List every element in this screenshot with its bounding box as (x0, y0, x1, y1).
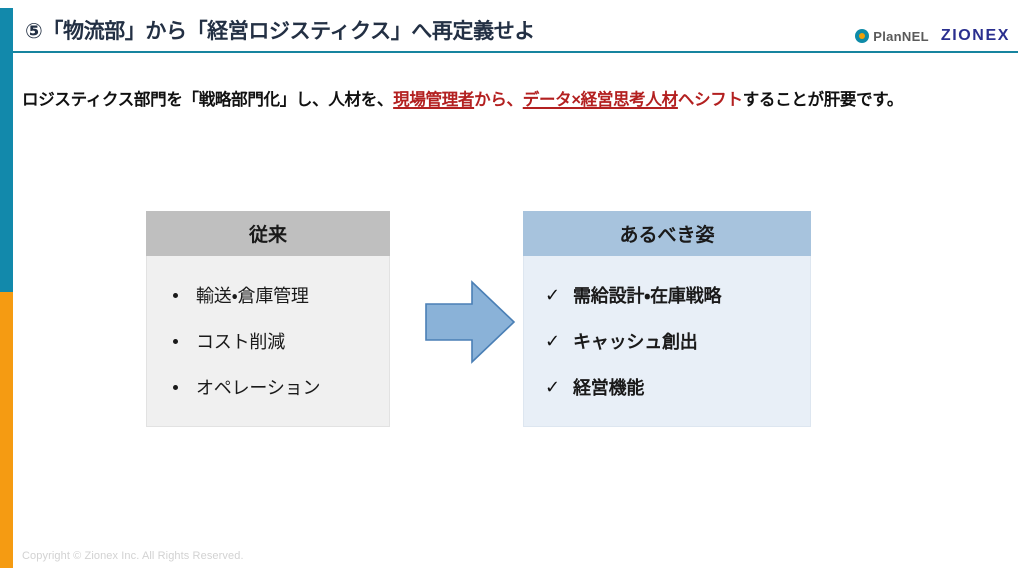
list-item: ✓ 経営機能 (544, 374, 810, 400)
target-card-heading: あるべき姿 (523, 211, 811, 256)
bullet-dot-icon (173, 292, 178, 298)
page-title: ⑤「物流部」から「経営ロジスティクス」へ再定義せよ (25, 20, 535, 43)
plannel-wordmark: PlanNEL (873, 28, 929, 44)
lead-segment-plain-1: ロジスティクス部門を「戦略部門化」し、人材を、 (22, 90, 394, 109)
list-item-label: 需給設計・在庫戦略 (573, 286, 722, 306)
lead-red-shift: ヘシフト (677, 90, 743, 109)
lead-paragraph: ロジスティクス部門を「戦略部門化」し、人材を、現場管理者から、データ×経営思考人… (22, 89, 1004, 112)
list-item-label: 輸送・倉庫管理 (196, 286, 309, 306)
plannel-ring-icon (855, 29, 870, 43)
header-divider (13, 51, 1018, 53)
list-item: コスト削減 (173, 328, 389, 354)
legacy-card-list: 輸送・倉庫管理 コスト削減 オペレーション (146, 256, 390, 427)
check-mark-icon: ✓ (545, 285, 560, 305)
list-item-label: キャッシュ創出 (573, 332, 698, 352)
plannel-logo: PlanNEL (855, 29, 929, 44)
list-item: 輸送・倉庫管理 (173, 282, 389, 308)
transition-arrow (424, 280, 516, 364)
left-accent-bar-orange (0, 292, 13, 568)
legacy-state-card: 従来 輸送・倉庫管理 コスト削減 オペレーション (146, 211, 390, 427)
list-item-label: オペレーション (196, 378, 321, 398)
list-item-label: 経営機能 (573, 378, 645, 398)
lead-red-kara: から、 (474, 90, 523, 109)
left-accent-bar-teal (0, 8, 13, 292)
list-item: ✓ キャッシュ創出 (544, 328, 810, 354)
slide-header: ⑤「物流部」から「経営ロジスティクス」へ再定義せよ (13, 8, 1024, 52)
target-state-card: あるべき姿 ✓ 需給設計・在庫戦略 ✓ キャッシュ創出 ✓ 経営機能 (523, 211, 811, 427)
bullet-dot-icon (173, 338, 178, 344)
brand-logo-group: PlanNEL ZIONEX (855, 26, 1010, 46)
lead-highlight-data-keiei: データ×経営思考人材 (522, 90, 678, 109)
right-block-arrow-icon (425, 280, 516, 364)
lead-segment-plain-2: することが肝要です。 (742, 90, 904, 109)
lead-highlight-genba: 現場管理者 (393, 90, 475, 109)
check-mark-icon: ✓ (545, 331, 560, 351)
zionex-wordmark: ZIONEX (940, 27, 1010, 44)
target-card-list: ✓ 需給設計・在庫戦略 ✓ キャッシュ創出 ✓ 経営機能 (523, 256, 811, 427)
footer-copyright: Copyright © Zionex Inc. All Rights Reser… (22, 550, 244, 562)
list-item: オペレーション (173, 374, 389, 400)
check-mark-icon: ✓ (545, 377, 560, 397)
bullet-dot-icon (173, 384, 178, 390)
list-item: ✓ 需給設計・在庫戦略 (544, 282, 810, 308)
list-item-label: コスト削減 (196, 332, 285, 352)
legacy-card-heading: 従来 (146, 211, 390, 256)
